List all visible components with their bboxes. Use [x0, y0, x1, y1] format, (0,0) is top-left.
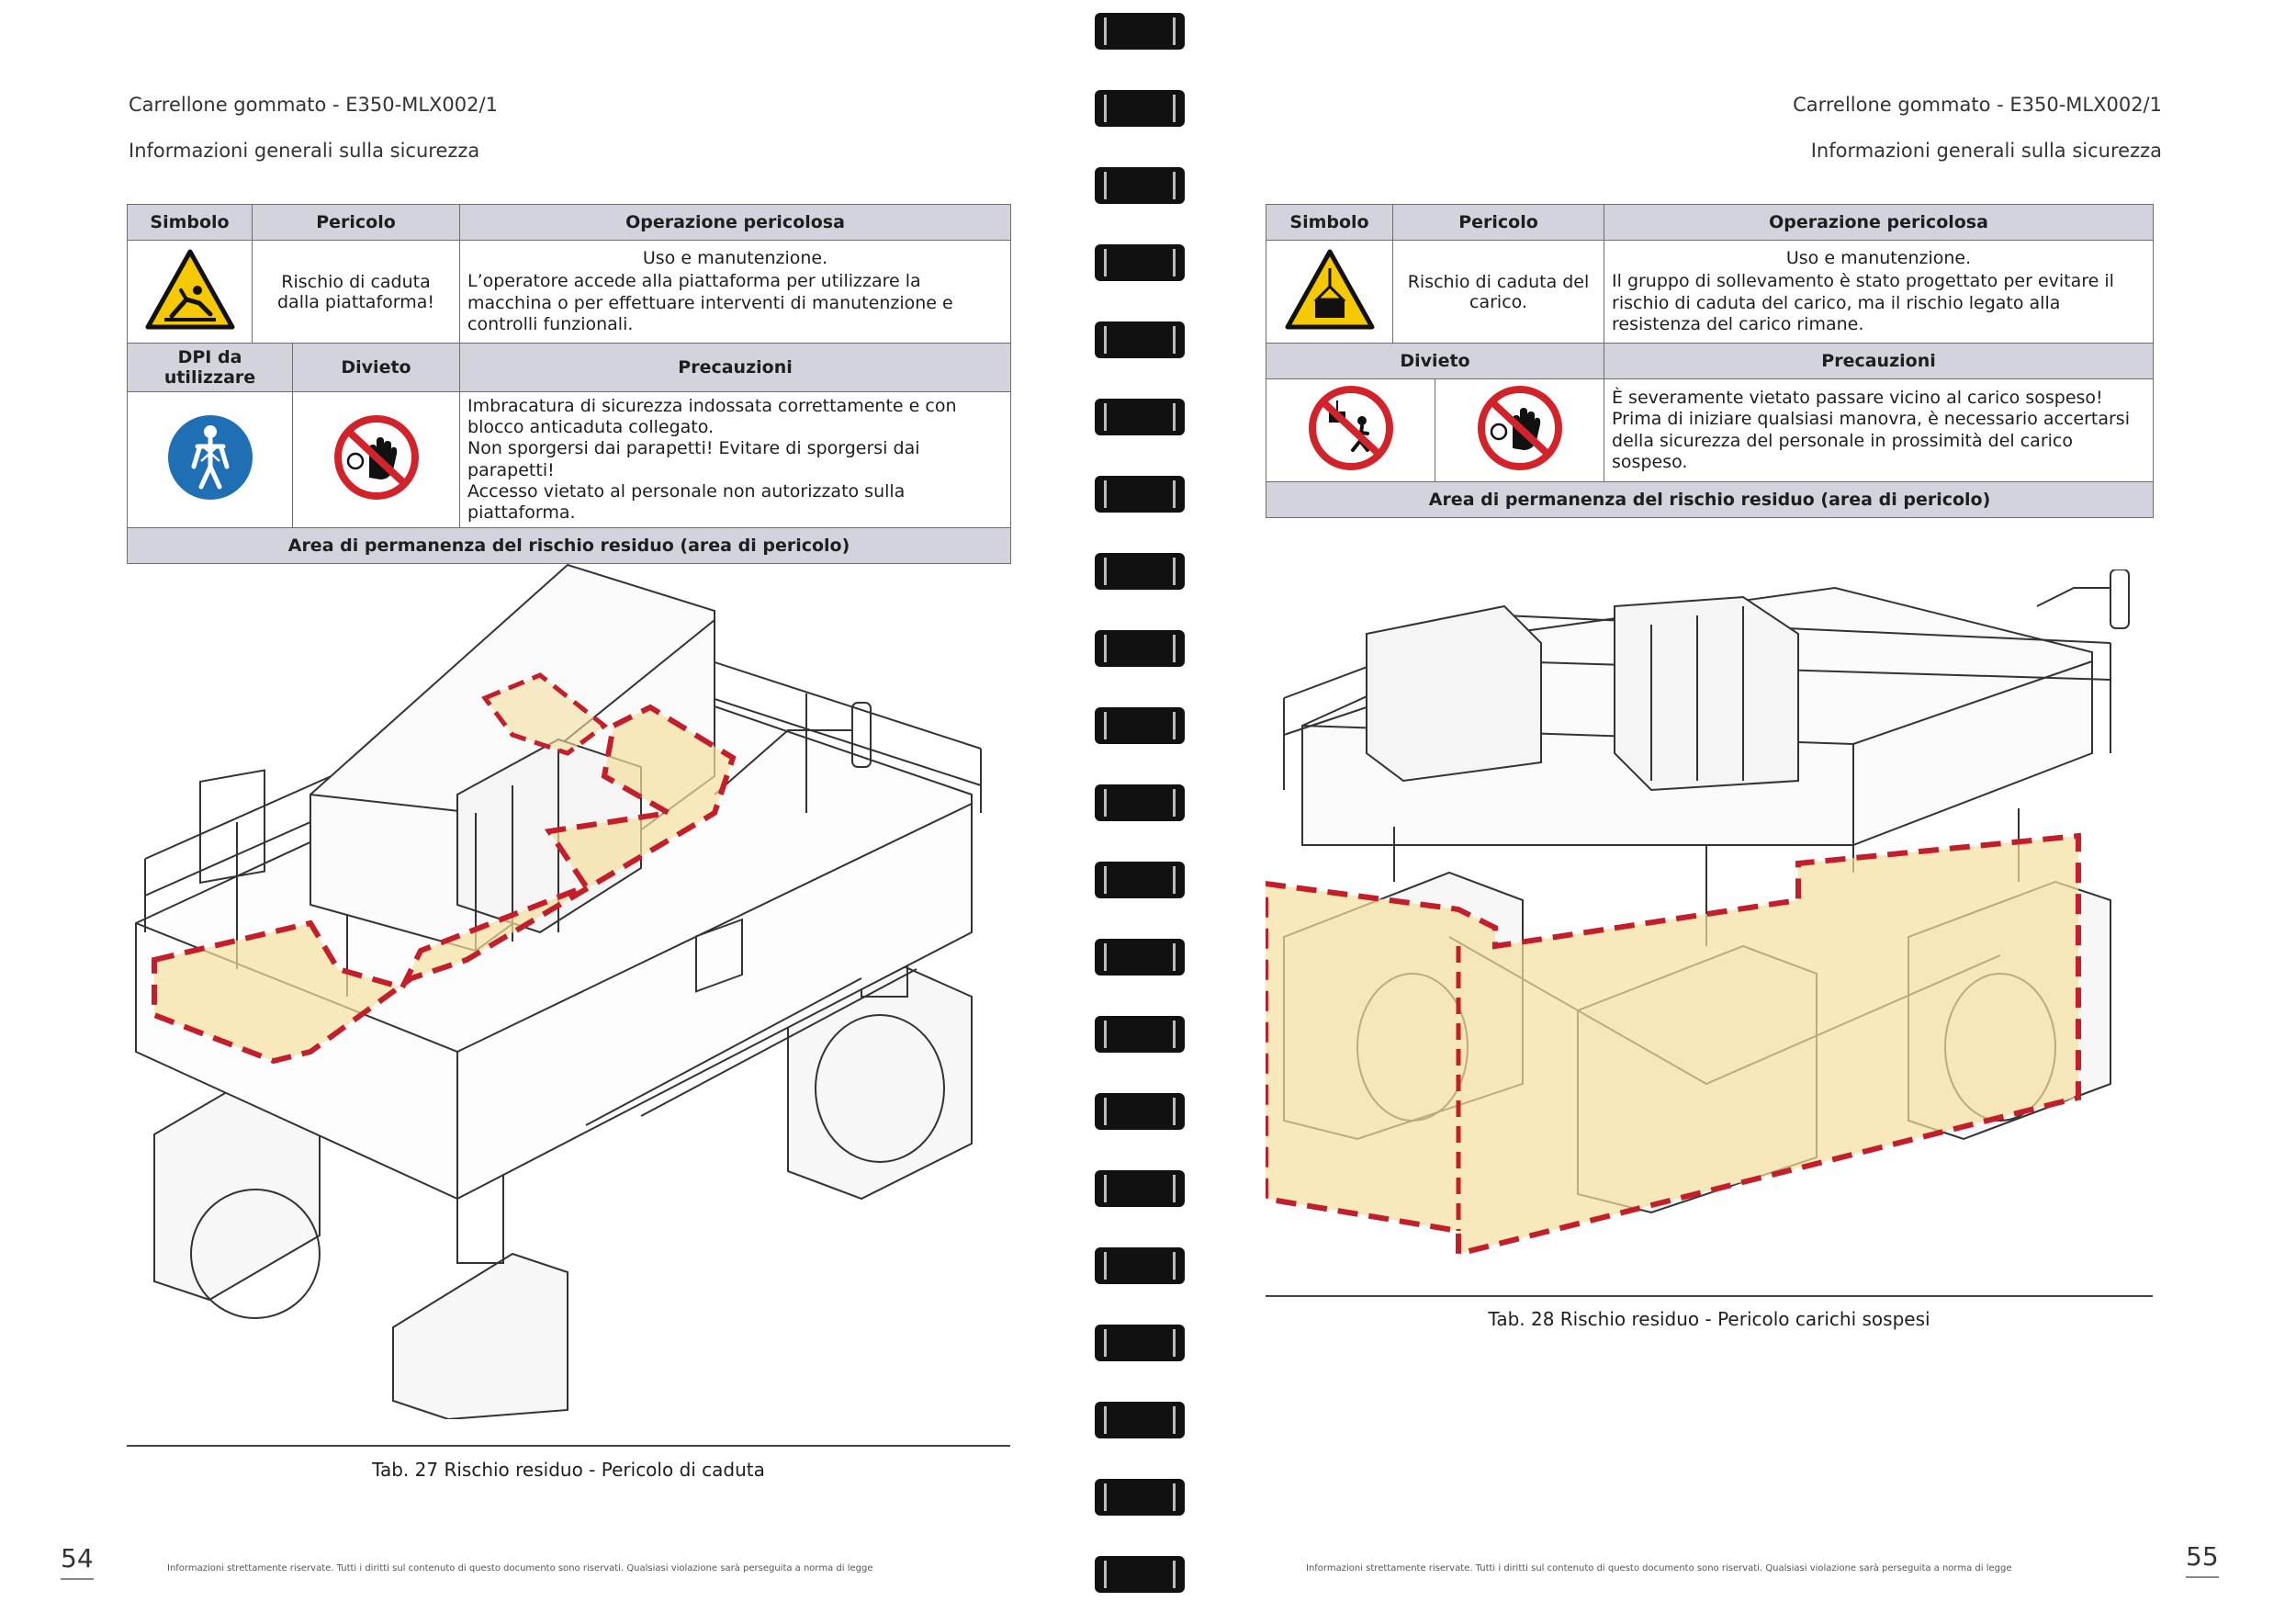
- table-caption: Tab. 27 Rischio residuo - Pericolo di ca…: [372, 1459, 765, 1481]
- page-number-rule: [2186, 1576, 2219, 1578]
- binding-ring: [1095, 1170, 1185, 1207]
- page-number: 55: [2186, 1541, 2219, 1572]
- caption-rule: [127, 1445, 1010, 1447]
- right-page: Carrellone gommato - E350-MLX002/1 Infor…: [1212, 0, 2296, 1624]
- precauzione-3: Accesso vietato al personale non autoriz…: [467, 480, 906, 523]
- binding-ring: [1095, 399, 1185, 435]
- hazard-table: Simbolo Pericolo Operazione pericolosa R…: [126, 204, 1012, 565]
- header-divieto: Divieto: [1265, 343, 1605, 379]
- binding-ring: [1095, 630, 1185, 667]
- precauzione-1: Imbracatura di sicurezza indossata corre…: [467, 396, 957, 438]
- binding-ring: [1095, 1325, 1185, 1361]
- binding-ring: [1095, 244, 1185, 281]
- confidentiality-footer: Informazioni strettamente riservate. Tut…: [167, 1563, 873, 1573]
- operazione-text: L’operatore accede alla piattaforma per …: [467, 271, 953, 334]
- header-divieto: Divieto: [291, 343, 461, 392]
- area-header: Area di permanenza del rischio residuo (…: [1265, 481, 2155, 518]
- binding-ring: [1095, 167, 1185, 204]
- hazard-table: Simbolo Pericolo Operazione pericolosa R…: [1265, 204, 2155, 518]
- operazione-cell: Uso e manutenzione. L’operatore accede a…: [459, 240, 1012, 344]
- operazione-title: Uso e manutenzione.: [642, 248, 828, 269]
- binding-ring: [1095, 784, 1185, 821]
- binding-ring: [1095, 1479, 1185, 1516]
- divieto-cell-2: [1434, 378, 1605, 482]
- fall-warning-icon: [145, 249, 234, 330]
- header-pericolo: Pericolo: [1391, 204, 1605, 241]
- header-simbolo: Simbolo: [127, 204, 253, 241]
- header-operazione: Operazione pericolosa: [1604, 204, 2155, 241]
- header-pericolo: Pericolo: [251, 204, 461, 241]
- symbol-cell: [127, 240, 253, 344]
- header-precauzioni: Precauzioni: [1604, 343, 2155, 379]
- no-access-icon: [333, 415, 419, 501]
- binding-ring: [1095, 13, 1185, 50]
- section-title: Informazioni generali sulla sicurezza: [1810, 140, 2162, 162]
- safety-harness-icon: [167, 415, 253, 501]
- danger-zone-suspended-load: [1266, 832, 2081, 1257]
- operazione-text: Il gruppo di sollevamento è stato proget…: [1612, 271, 2114, 334]
- binding-ring: [1095, 862, 1185, 898]
- confidentiality-footer: Informazioni strettamente riservate. Tut…: [1306, 1563, 2012, 1573]
- machine-illustration-fall-hazard: [135, 563, 982, 1419]
- machine-illustration-suspended-load: [1266, 570, 2130, 1257]
- header-operazione: Operazione pericolosa: [459, 204, 1012, 241]
- binding-ring: [1095, 1247, 1185, 1284]
- header-dpi: DPI da utilizzare: [127, 343, 293, 392]
- document-title: Carrellone gommato - E350-MLX002/1: [1793, 94, 2162, 116]
- precauzione-1: È severamente vietato passare vicino al …: [1612, 388, 2103, 409]
- precauzione-2: Prima di iniziare qualsiasi manovra, è n…: [1612, 409, 2130, 472]
- operazione-title: Uso e manutenzione.: [1785, 248, 1972, 269]
- table-caption: Tab. 28 Rischio residuo - Pericolo caric…: [1488, 1308, 1930, 1330]
- binding-ring: [1095, 553, 1185, 590]
- binding-ring: [1095, 90, 1185, 127]
- binding-ring: [1095, 1016, 1185, 1053]
- suspended-load-warning-icon: [1285, 249, 1374, 330]
- left-page: Carrellone gommato - E350-MLX002/1 Infor…: [0, 0, 1084, 1624]
- binding-ring: [1095, 1093, 1185, 1130]
- symbol-cell: [1266, 240, 1393, 344]
- page-number: 54: [61, 1543, 94, 1573]
- operazione-cell: Uso e manutenzione. Il gruppo di solleva…: [1604, 240, 2155, 344]
- section-title: Informazioni generali sulla sicurezza: [129, 140, 480, 162]
- binding-ring: [1095, 939, 1185, 976]
- binding-ring: [1095, 476, 1185, 513]
- header-precauzioni: Precauzioni: [459, 343, 1012, 392]
- divieto-cell: [291, 390, 461, 529]
- binding-ring: [1095, 321, 1185, 358]
- binding-ring: [1095, 1402, 1185, 1438]
- caption-rule: [1266, 1295, 2153, 1297]
- binding-ring: [1095, 707, 1185, 744]
- document-title: Carrellone gommato - E350-MLX002/1: [129, 94, 498, 116]
- divieto-cell-1: [1266, 378, 1435, 482]
- no-passing-under-load-icon: [1308, 386, 1393, 470]
- precauzioni-cell: Imbracatura di sicurezza indossata corre…: [459, 390, 1012, 529]
- header-simbolo: Simbolo: [1266, 204, 1393, 241]
- dpi-cell: [127, 390, 293, 529]
- no-access-icon: [1477, 386, 1562, 470]
- area-header: Area di permanenza del rischio residuo (…: [126, 527, 1012, 565]
- binding-ring: [1095, 1556, 1185, 1593]
- pericolo-cell: Rischio di caduta del carico.: [1391, 240, 1605, 344]
- precauzioni-cell: È severamente vietato passare vicino al …: [1604, 378, 2155, 482]
- pericolo-cell: Rischio di caduta dalla piattaforma!: [251, 240, 461, 344]
- page-number-rule: [61, 1578, 94, 1580]
- spiral-binding: [1084, 0, 1212, 1624]
- precauzione-2: Non sporgersi dai parapetti! Evitare di …: [467, 438, 920, 480]
- danger-zone-platform: [152, 704, 737, 1065]
